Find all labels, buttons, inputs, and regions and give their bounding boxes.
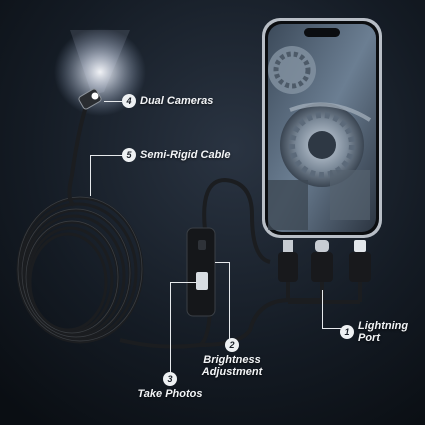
callout-number: 2: [225, 338, 239, 352]
connector-lightning: [349, 240, 371, 302]
callout-semi-rigid-cable: 5 Semi-Rigid Cable: [122, 148, 230, 162]
connector-micro-usb: [278, 240, 298, 302]
callout-label-line2: Port: [358, 332, 380, 344]
leader-take-photos: [170, 282, 197, 373]
callout-number: 1: [340, 325, 354, 339]
callout-label: Semi-Rigid Cable: [140, 149, 231, 161]
callout-label-line1: Brightness: [203, 354, 261, 366]
smartphone: [262, 18, 382, 238]
leader-brightness: [215, 262, 230, 339]
callout-number: 5: [122, 148, 136, 162]
callout-label-line2: Adjustment: [201, 366, 263, 378]
callout-label: Dual Cameras: [140, 95, 214, 107]
light-glow: [54, 28, 146, 116]
callout-lightning-port: 1 Lightning Port: [340, 320, 408, 344]
callout-label-group: Lightning Port: [358, 320, 408, 344]
callout-label-line1: Lightning: [358, 320, 409, 332]
callout-number: 4: [122, 94, 136, 108]
control-box: [186, 227, 216, 317]
callout-brightness-adjustment: 2 Brightness Adjustment: [196, 338, 268, 378]
callout-take-photos: 3 Take Photos: [132, 372, 208, 400]
leader-lightning: [322, 290, 341, 329]
leader-dual-cameras: [104, 101, 122, 102]
camera-head: [78, 88, 102, 110]
leader-semi-rigid: [90, 155, 123, 196]
callout-number: 3: [163, 372, 177, 386]
callout-dual-cameras: 4 Dual Cameras: [122, 94, 213, 108]
callout-label: Take Photos: [137, 388, 203, 400]
connector-usb-c: [311, 240, 333, 302]
